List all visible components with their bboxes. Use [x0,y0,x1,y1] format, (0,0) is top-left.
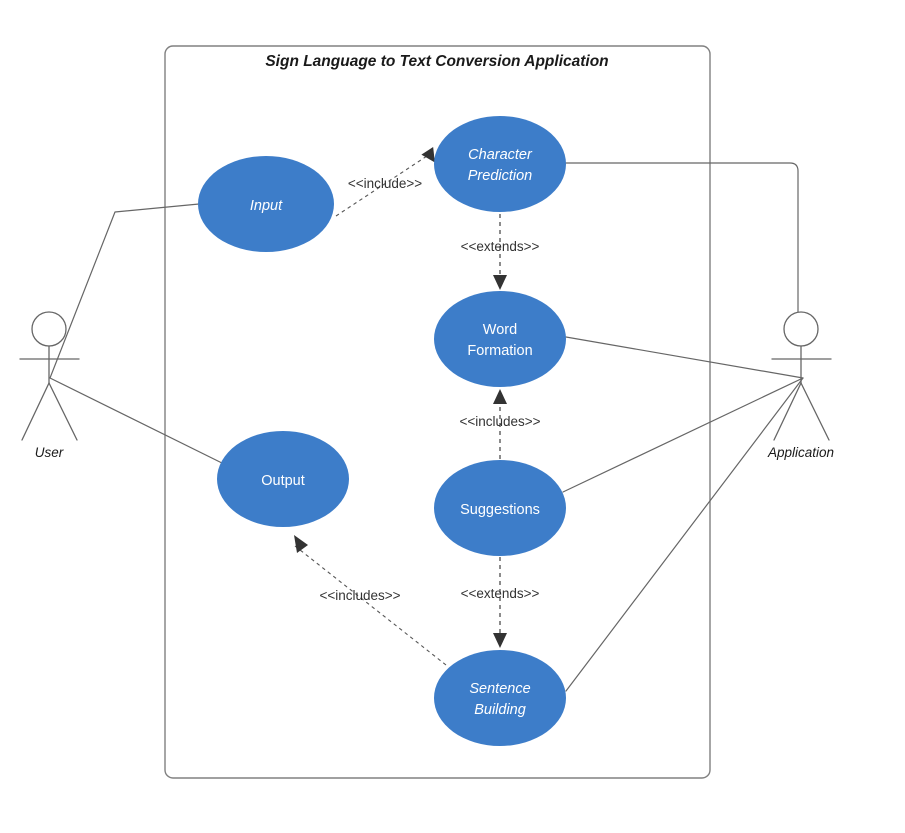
assoc-user-input [49,203,200,379]
use-case-label-character-prediction-line1: Character [468,147,533,163]
use-case-ellipse-output[interactable] [217,431,349,527]
use-case-label-sentence-building-line2: Building [474,702,526,718]
actor-application[interactable]: Application [767,311,834,460]
use-case-label-suggestions: Suggestions [460,502,540,518]
dep-input-charpred [335,153,431,217]
arrowhead-sentence-output [294,535,308,553]
arrowhead-charpred-wordform [493,275,507,290]
system-boundary-box [164,45,711,779]
use-case-label-input: Input [250,198,283,214]
use-cases: Input Character Prediction Word Formatio… [198,116,566,746]
actor-user-head-icon [31,311,67,347]
actor-user-leg-left-icon [21,382,50,441]
actor-user-leg-right-icon [48,382,78,441]
assoc-suggestions-application [562,377,804,493]
arrowhead-input-charpred [421,146,435,163]
association-lines [49,162,804,692]
use-case-label-character-prediction-line2: Prediction [468,168,532,184]
arrowhead-suggestions-wordform [493,389,507,404]
assoc-charpred-application [565,162,799,313]
use-case-character-prediction[interactable]: Character Prediction [434,116,566,212]
dependency-lines [294,146,507,666]
stereotype-label-includes-sentence-output: <<includes>> [319,588,400,603]
use-case-label-word-formation-line1: Word [483,322,517,338]
assoc-wordformation-application [565,336,804,379]
stereotype-labels: <<include>> <<extends>> <<includes>> <<e… [319,176,540,603]
use-case-ellipse-input[interactable] [198,156,334,252]
stereotype-label-extends-suggestions-sentence: <<extends>> [461,586,540,601]
stereotype-label-includes-suggestions-wordform: <<includes>> [459,414,540,429]
use-case-label-sentence-building-line1: Sentence [469,681,530,697]
use-case-ellipse-character-prediction[interactable] [434,116,566,212]
dep-sentence-output [294,545,447,666]
system-title: Sign Language to Text Conversion Applica… [265,53,608,70]
use-case-ellipse-suggestions[interactable] [434,460,566,556]
actor-application-leg-right-icon [800,382,830,441]
stereotype-label-extends-charpred-wordform: <<extends>> [461,239,540,254]
assoc-user-output [49,377,229,467]
use-case-suggestions[interactable]: Suggestions [434,460,566,556]
use-case-output[interactable]: Output [217,431,349,527]
actor-application-head-icon [783,311,819,347]
use-case-ellipse-sentence-building[interactable] [434,650,566,746]
use-case-input[interactable]: Input [198,156,334,252]
use-case-sentence-building[interactable]: Sentence Building [434,650,566,746]
use-case-word-formation[interactable]: Word Formation [434,291,566,387]
actor-user-label: User [35,445,64,460]
arrowhead-suggestions-sentence [493,633,507,648]
use-case-ellipse-word-formation[interactable] [434,291,566,387]
stereotype-label-include-input-charpred: <<include>> [348,176,422,191]
actor-application-leg-left-icon [773,382,802,441]
use-case-label-output: Output [261,473,305,489]
actor-user[interactable]: User [19,311,80,460]
assoc-sentencebuilding-application [565,377,804,692]
use-case-label-word-formation-line2: Formation [467,343,532,359]
actor-application-label: Application [767,445,834,460]
